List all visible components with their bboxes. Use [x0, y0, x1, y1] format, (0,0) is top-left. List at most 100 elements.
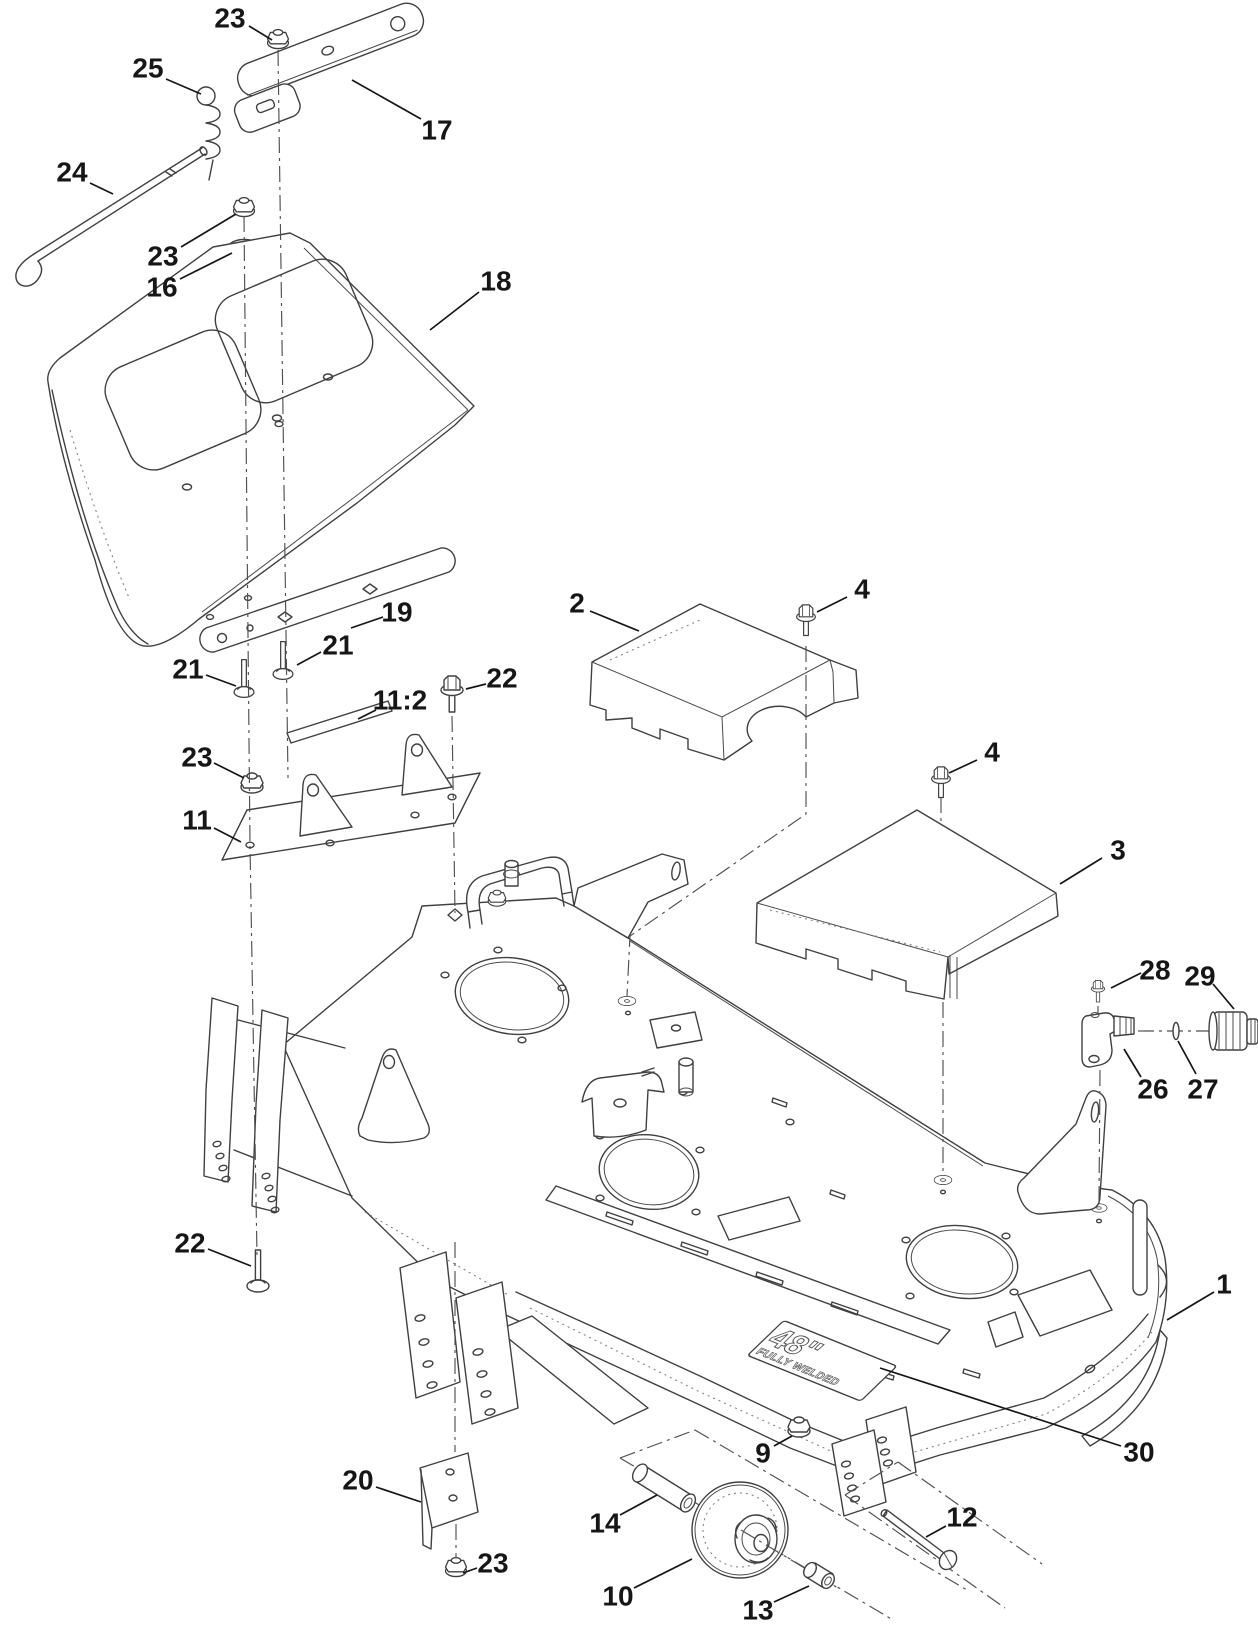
part-29-hose-coupler: [1208, 1011, 1258, 1051]
callout-22: 22: [486, 663, 517, 694]
spindle-stud: [487, 859, 520, 907]
callout-19: 19: [381, 597, 412, 628]
spindle-opening-center: [598, 1134, 700, 1210]
fastener-23-nut-upper: [232, 196, 256, 218]
leader-19: [350, 616, 384, 629]
leader-11:2: [357, 709, 377, 720]
leader-11: [213, 827, 242, 843]
leader-23: [462, 1567, 478, 1574]
leader-21: [205, 674, 237, 687]
part-26-elbow-fitting: [1081, 1012, 1135, 1068]
leader-23: [248, 25, 273, 41]
leader-3: [1059, 857, 1103, 885]
leader-23: [213, 762, 245, 779]
callout-1: 1: [1216, 1269, 1232, 1300]
part-4-bolt-left: [796, 604, 816, 637]
callout-4: 4: [984, 737, 1000, 768]
callout-21: 21: [172, 654, 203, 685]
part-21-screw-left: [233, 658, 255, 699]
part-3-cover: [755, 809, 1059, 1000]
part-28-screw: [1090, 979, 1106, 1003]
callout-14: 14: [589, 1508, 621, 1539]
callout-11:2: 11:2: [373, 685, 428, 716]
part-12-axle-bolt: [880, 1509, 958, 1571]
leader-23: [180, 213, 237, 248]
leader-9: [773, 1435, 793, 1447]
leader-1: [1166, 1291, 1215, 1321]
front-caster-mount: [399, 1251, 649, 1425]
callout-30: 30: [1123, 1437, 1154, 1468]
callout-20: 20: [342, 1465, 373, 1496]
leader-22: [465, 683, 487, 690]
hanger-bracket: [573, 853, 689, 939]
leader-24: [89, 182, 114, 195]
callout-21: 21: [322, 630, 353, 661]
part-27-pin: [1172, 1021, 1180, 1041]
leader-17: [351, 79, 422, 120]
leader-21: [296, 651, 322, 666]
callout-22: 22: [174, 1228, 205, 1259]
leader-13: [773, 1585, 810, 1603]
callout-16: 16: [146, 272, 177, 303]
callout-23: 23: [181, 742, 212, 773]
callout-12: 12: [946, 1502, 977, 1533]
callout-28: 28: [1139, 955, 1170, 986]
leader-12: [925, 1525, 947, 1538]
part-17-bracket: [233, 2, 425, 133]
callout-23: 23: [477, 1548, 508, 1579]
part-22-bolt-top: [440, 675, 464, 713]
belt-gusset-left: [357, 1048, 431, 1144]
part-11-plate: [221, 733, 481, 861]
callout-4: 4: [854, 574, 870, 605]
belt-gusset-right: [1016, 1090, 1107, 1215]
part-9-nut: [787, 1416, 811, 1438]
callout-17: 17: [421, 115, 452, 146]
callout-11: 11: [182, 805, 212, 836]
callout-25: 25: [132, 53, 163, 84]
leader-20: [375, 1486, 422, 1503]
leader-25: [165, 78, 202, 95]
callout-13: 13: [742, 1595, 773, 1626]
leader-29: [1212, 983, 1235, 1010]
part-19-strap: [199, 547, 456, 653]
deck-mount-washers: [617, 995, 1108, 1224]
plate-lug-right: [401, 733, 453, 796]
plate-lug-left: [299, 773, 353, 837]
part-22-bolt-bottom: [246, 1249, 270, 1293]
leader-22: [207, 1248, 252, 1267]
leader-26: [1123, 1048, 1142, 1078]
left-caster-arm: [203, 997, 353, 1214]
callout-27: 27: [1187, 1074, 1218, 1105]
callout-24: 24: [56, 157, 88, 188]
right-edge-details: [1081, 1199, 1168, 1447]
leader-4: [816, 596, 848, 613]
callout-18: 18: [480, 266, 511, 297]
part-20-bracket: [419, 1452, 479, 1550]
callout-10: 10: [602, 1581, 633, 1612]
leader-30: [879, 1367, 1122, 1447]
spindle-opening-left: [454, 956, 570, 1036]
blank-decals: [717, 1196, 1113, 1348]
fastener-23-nut-plate: [240, 772, 264, 794]
part-24-rod: [15, 146, 208, 287]
part-10-caster-wheel: [691, 1481, 839, 1589]
deck-top-hardware: [581, 1011, 703, 1138]
leader-16: [179, 252, 233, 280]
leader-4: [948, 759, 978, 774]
part-25-spring: [196, 86, 221, 181]
part-13-bushing: [802, 1561, 836, 1590]
leader-18: [429, 291, 480, 331]
leader-14: [619, 1494, 658, 1516]
assembly-centerlines: [243, 49, 1209, 1621]
part-14-spacer-tube: [631, 1463, 697, 1513]
part-18-belt-cover: [47, 232, 475, 647]
leader-10: [633, 1558, 693, 1589]
callout-3: 3: [1110, 835, 1126, 866]
callout-9: 9: [755, 1438, 771, 1469]
part-11-2-decal: [286, 700, 393, 744]
deck-front-channel: [545, 1185, 951, 1345]
spindle-opening-right: [905, 1224, 1019, 1300]
